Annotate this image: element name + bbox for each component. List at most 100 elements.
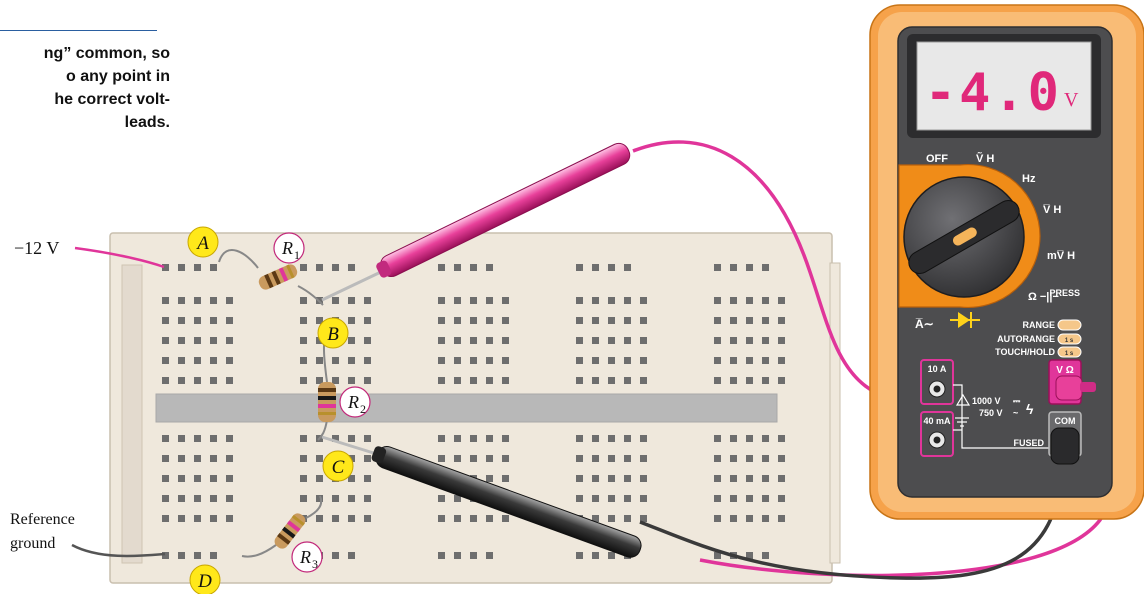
function-selector[interactable] bbox=[898, 163, 1041, 309]
breadboard-hole bbox=[470, 455, 477, 462]
breadboard-hole bbox=[714, 317, 721, 324]
breadboard-hole bbox=[470, 264, 477, 271]
range-button[interactable] bbox=[1057, 319, 1082, 331]
autorange-button[interactable] bbox=[1057, 333, 1082, 345]
jack-v-ohm[interactable]: V Ω bbox=[1048, 359, 1096, 405]
breadboard-hole bbox=[486, 297, 493, 304]
breadboard-hole bbox=[438, 455, 445, 462]
breadboard-hole bbox=[316, 495, 323, 502]
lightning-icon: ϟ bbox=[1026, 401, 1034, 417]
breadboard-hole bbox=[470, 337, 477, 344]
breadboard-hole bbox=[486, 377, 493, 384]
breadboard-hole bbox=[210, 337, 217, 344]
breadboard-hole bbox=[762, 377, 769, 384]
reference-label-line1: Reference bbox=[10, 511, 75, 528]
breadboard-hole bbox=[608, 264, 615, 271]
breadboard-hole bbox=[714, 495, 721, 502]
breadboard-hole bbox=[730, 515, 737, 522]
breadboard-hole bbox=[746, 264, 753, 271]
jack-40ma[interactable]: 40 mA bbox=[920, 411, 954, 457]
dial-label-mv-dc: mV̅ H bbox=[1047, 250, 1075, 262]
breadboard-hole bbox=[438, 435, 445, 442]
breadboard-hole bbox=[226, 297, 233, 304]
breadboard-hole bbox=[746, 475, 753, 482]
breadboard-hole bbox=[178, 264, 185, 271]
breadboard-hole bbox=[778, 515, 785, 522]
breadboard-hole bbox=[624, 475, 631, 482]
caption-line-4: leads. bbox=[124, 114, 170, 131]
breadboard-hole bbox=[226, 475, 233, 482]
breadboard-hole bbox=[210, 297, 217, 304]
breadboard-hole bbox=[576, 475, 583, 482]
breadboard-hole bbox=[178, 475, 185, 482]
breadboard-hole bbox=[178, 357, 185, 364]
selector-knob[interactable] bbox=[905, 196, 1023, 277]
breadboard-hole bbox=[300, 297, 307, 304]
breadboard-hole bbox=[640, 337, 647, 344]
breadboard-hole bbox=[714, 337, 721, 344]
diode-icon bbox=[950, 312, 980, 328]
breadboard-hole bbox=[454, 317, 461, 324]
red-probe[interactable] bbox=[321, 140, 633, 302]
breadboard-hole bbox=[178, 515, 185, 522]
jack-com[interactable]: COM bbox=[1048, 411, 1082, 465]
point-c-marker: C bbox=[322, 450, 354, 482]
breadboard-hole bbox=[162, 264, 169, 271]
breadboard-hole bbox=[178, 377, 185, 384]
breadboard-hole bbox=[364, 337, 371, 344]
breadboard-hole bbox=[162, 515, 169, 522]
breadboard-hole bbox=[316, 455, 323, 462]
breadboard-hole bbox=[316, 264, 323, 271]
breadboard-hole bbox=[178, 455, 185, 462]
breadboard-hole bbox=[762, 552, 769, 559]
breadboard-hole bbox=[746, 297, 753, 304]
r3-label-bubble: R 3 bbox=[291, 541, 323, 573]
breadboard-hole bbox=[226, 515, 233, 522]
breadboard-hole bbox=[470, 317, 477, 324]
breadboard-hole bbox=[762, 495, 769, 502]
breadboard-hole bbox=[714, 515, 721, 522]
breadboard-hole bbox=[640, 455, 647, 462]
breadboard-hole bbox=[576, 357, 583, 364]
caption-text: ng” common, so o any point in he correct… bbox=[0, 42, 170, 134]
breadboard-hole bbox=[762, 475, 769, 482]
breadboard-hole bbox=[454, 552, 461, 559]
breadboard-hole bbox=[194, 455, 201, 462]
breadboard-hole bbox=[194, 515, 201, 522]
breadboard-hole bbox=[210, 435, 217, 442]
breadboard-hole bbox=[348, 264, 355, 271]
breadboard-hole bbox=[470, 357, 477, 364]
jack-10a[interactable]: 10 A bbox=[920, 359, 954, 405]
point-c-label: C bbox=[332, 457, 345, 478]
breadboard-hole bbox=[162, 455, 169, 462]
breadboard-hole bbox=[746, 435, 753, 442]
breadboard-hole bbox=[348, 552, 355, 559]
breadboard-hole bbox=[348, 317, 355, 324]
breadboard-hole bbox=[438, 552, 445, 559]
breadboard-hole bbox=[592, 495, 599, 502]
breadboard-hole bbox=[162, 435, 169, 442]
breadboard-hole bbox=[364, 515, 371, 522]
breadboard-hole bbox=[624, 264, 631, 271]
breadboard-hole bbox=[348, 475, 355, 482]
black-probe[interactable] bbox=[321, 435, 644, 560]
breadboard-hole bbox=[194, 495, 201, 502]
breadboard-hole bbox=[576, 297, 583, 304]
breadboard-hole bbox=[162, 377, 169, 384]
breadboard-hole bbox=[486, 475, 493, 482]
breadboard-hole bbox=[454, 297, 461, 304]
breadboard-hole bbox=[592, 317, 599, 324]
r2-label-bubble: R 2 bbox=[339, 386, 371, 418]
breadboard-hole bbox=[778, 377, 785, 384]
breadboard-hole bbox=[332, 435, 339, 442]
breadboard-hole bbox=[300, 337, 307, 344]
breadboard-hole bbox=[226, 455, 233, 462]
breadboard-hole bbox=[592, 337, 599, 344]
breadboard-hole bbox=[730, 377, 737, 384]
breadboard-hole bbox=[332, 297, 339, 304]
r1-subscript: 1 bbox=[294, 248, 300, 262]
breadboard-hole bbox=[470, 515, 477, 522]
breadboard-hole bbox=[438, 357, 445, 364]
touch-hold-button[interactable] bbox=[1057, 346, 1082, 358]
breadboard-hole bbox=[502, 357, 509, 364]
